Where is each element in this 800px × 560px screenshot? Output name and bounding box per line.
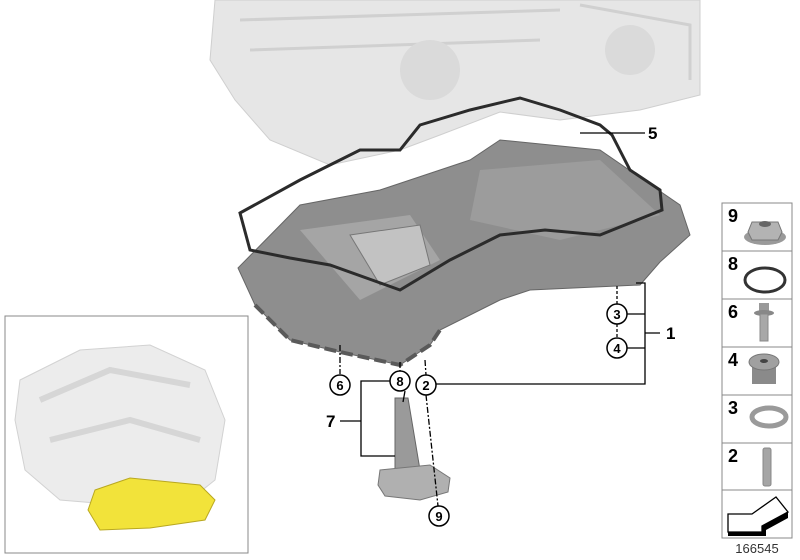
svg-text:2: 2 xyxy=(422,378,429,393)
callout-3[interactable]: 3 xyxy=(606,303,628,325)
svg-text:8: 8 xyxy=(728,254,738,274)
svg-text:3: 3 xyxy=(728,398,738,418)
callout-8[interactable]: 8 xyxy=(389,370,411,392)
svg-text:4: 4 xyxy=(728,350,738,370)
o-ring-icon xyxy=(743,266,787,294)
callout-9[interactable]: 9 xyxy=(428,505,450,527)
bolt-icon xyxy=(754,303,774,342)
panel-item-9[interactable]: 9 xyxy=(728,206,786,245)
stud-icon xyxy=(762,447,772,487)
svg-text:8: 8 xyxy=(396,374,403,389)
engine-overview-inset xyxy=(4,315,249,554)
panel-item-6[interactable]: 6 xyxy=(728,302,774,342)
highlighted-oil-pan xyxy=(87,477,216,531)
panel-item-4[interactable]: 4 xyxy=(728,350,780,384)
parts-panel: 9 8 6 4 3 2 xyxy=(721,202,793,539)
engine-block-ghost xyxy=(209,0,701,166)
diagram-id: 166545 xyxy=(735,541,778,556)
seal-ring-icon xyxy=(749,405,789,429)
svg-text:6: 6 xyxy=(336,378,343,393)
leader-lines xyxy=(339,132,660,507)
svg-text:9: 9 xyxy=(435,509,442,524)
panel-item-8[interactable]: 8 xyxy=(728,254,787,294)
callout-1[interactable]: 1 xyxy=(666,324,675,343)
callout-7[interactable]: 7 xyxy=(326,412,335,431)
gasket xyxy=(238,96,664,292)
svg-text:3: 3 xyxy=(613,307,620,322)
callout-2[interactable]: 2 xyxy=(415,374,437,396)
callout-5[interactable]: 5 xyxy=(648,124,657,143)
svg-text:9: 9 xyxy=(728,206,738,226)
panel-item-3[interactable]: 3 xyxy=(728,398,789,429)
arrow-navigation-icon[interactable] xyxy=(727,496,789,536)
svg-text:6: 6 xyxy=(728,302,738,322)
svg-text:2: 2 xyxy=(728,446,738,466)
screw-plug-icon xyxy=(748,353,780,384)
svg-text:4: 4 xyxy=(613,341,621,356)
callout-4[interactable]: 4 xyxy=(606,337,628,359)
flange-nut-icon xyxy=(744,221,786,245)
oil-level-sensor xyxy=(377,397,451,501)
panel-item-2[interactable]: 2 xyxy=(728,446,772,487)
callout-6[interactable]: 6 xyxy=(329,374,351,396)
